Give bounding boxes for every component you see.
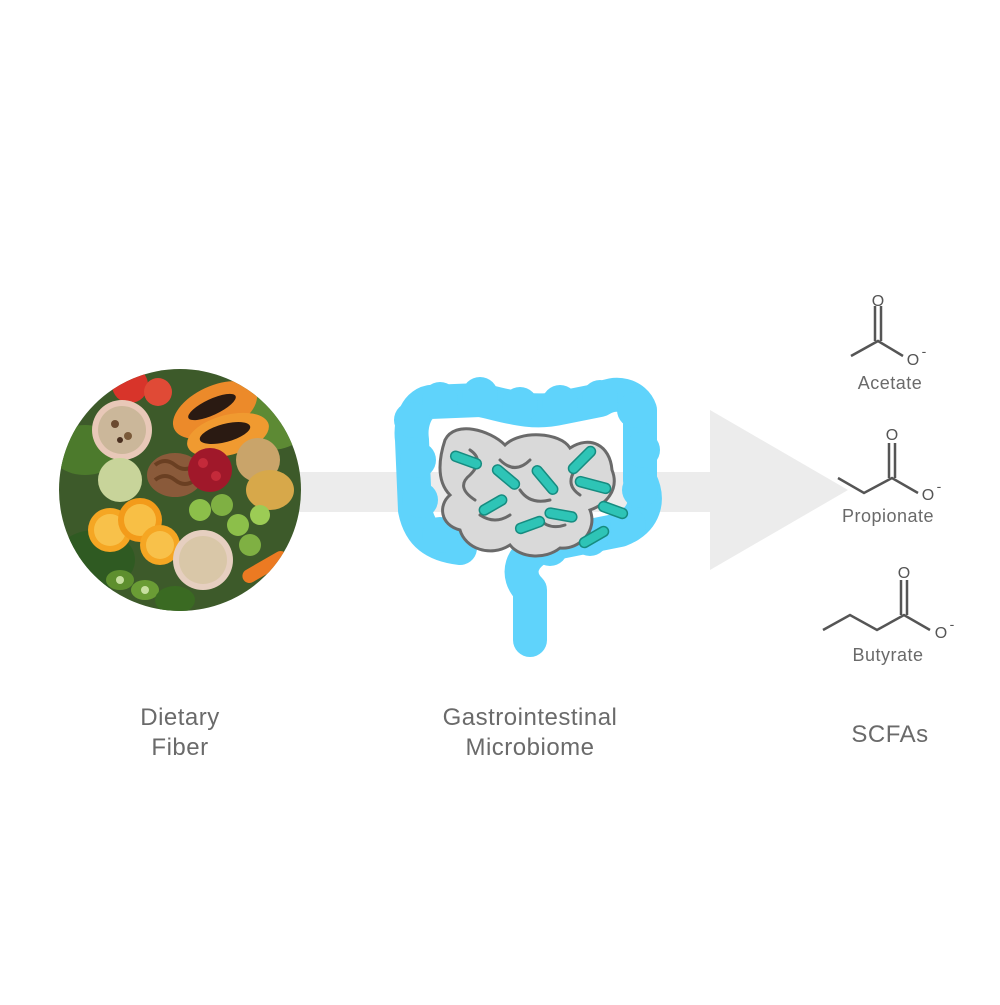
microbiome-label: Gastrointestinal Microbiome (400, 703, 660, 763)
propionate-charge: - (937, 478, 942, 494)
microbiome-label-line1: Gastrointestinal (442, 704, 618, 731)
propionate-label: Propionate (841, 506, 935, 526)
butyrate-oxygen-right: O (935, 625, 947, 642)
acetate-oxygen-right: O (907, 352, 919, 369)
acetate-charge: - (922, 343, 927, 359)
butyrate-oxygen-top: O (898, 565, 910, 582)
food-photo-circle (59, 369, 301, 611)
dietary-fiber-label-line1: Dietary (140, 704, 220, 731)
butyrate-structure (822, 580, 931, 632)
acetate-structure (850, 306, 904, 358)
propionate-structure (837, 443, 919, 495)
scfas-label-text: SCFAs (851, 721, 929, 748)
acetate-label: Acetate (857, 373, 923, 393)
dietary-fiber-label-line2: Fiber (151, 734, 209, 761)
acetate-oxygen-top: O (872, 293, 884, 310)
bacteria-icon (449, 445, 629, 549)
microbiome-label-line2: Microbiome (465, 734, 595, 761)
scfas-label: SCFAs (820, 720, 960, 750)
propionate-oxygen-top: O (886, 427, 898, 444)
butyrate-label: Butyrate (852, 645, 924, 665)
dietary-fiber-label: Dietary Fiber (90, 703, 270, 763)
propionate-oxygen-right: O (922, 487, 934, 504)
butyrate-charge: - (950, 616, 955, 632)
